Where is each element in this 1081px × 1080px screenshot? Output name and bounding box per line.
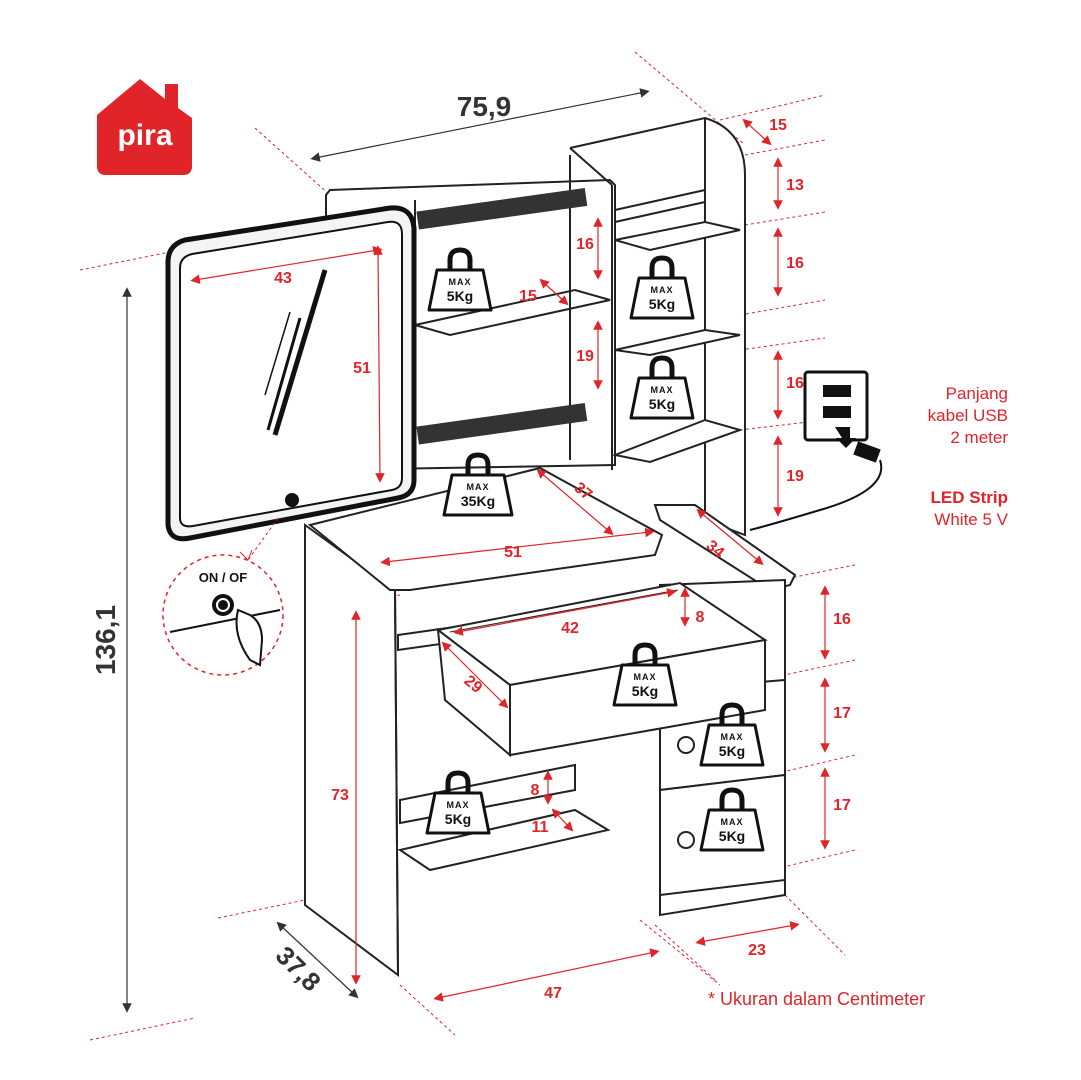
weight-value: 5Kg	[719, 828, 745, 844]
weight-max-label: MAX	[721, 732, 744, 742]
weight-value: 5Kg	[632, 683, 658, 699]
led-note-title: LED Strip	[931, 488, 1008, 507]
weight-max-label: MAX	[651, 385, 674, 395]
dim-bottom-width: 47	[544, 985, 562, 1002]
usb-note-line1: Panjang	[946, 384, 1008, 403]
dark-dimension-labels: 75,9 136,1 37,8	[90, 91, 511, 997]
logo-text: pira	[117, 119, 172, 152]
pira-logo: pira	[97, 79, 192, 175]
dim-shelf-11: 11	[532, 819, 549, 836]
dim-total-width: 75,9	[457, 91, 512, 122]
weight-max-label: MAX	[634, 672, 657, 682]
footnote: * Ukuran dalam Centimeter	[708, 989, 925, 1009]
usb-note: Panjang kabel USB 2 meter	[928, 384, 1009, 447]
dim-leg-height: 73	[331, 787, 349, 804]
led-note: LED Strip White 5 V	[931, 488, 1009, 529]
dim-right-16: 16	[833, 611, 851, 628]
dim-drawer-width: 42	[561, 620, 579, 637]
weight-value: 5Kg	[445, 811, 471, 827]
mirror-switch	[285, 493, 299, 507]
weight-max-label: MAX	[467, 482, 490, 492]
mirror	[165, 205, 417, 542]
dim-depth: 37,8	[270, 940, 327, 997]
dim-mirror-width: 43	[274, 270, 292, 287]
dim-side-depth-top: 15	[769, 117, 787, 134]
red-dimension-lines	[190, 118, 830, 1002]
dim-side-16a: 16	[786, 255, 804, 272]
dim-side-19: 19	[786, 468, 804, 485]
weight-max-label: MAX	[651, 285, 674, 295]
dim-bottom-right: 23	[748, 942, 766, 959]
dark-dimension-lines	[122, 88, 650, 1013]
guide-lines	[79, 51, 856, 1041]
dim-tabletop-width: 51	[504, 544, 522, 561]
weight-value: 5Kg	[719, 743, 745, 759]
weight-max-label: MAX	[449, 277, 472, 287]
led-note-subtitle: White 5 V	[934, 510, 1008, 529]
weight-value: 5Kg	[649, 296, 675, 312]
dim-side-13: 13	[786, 177, 804, 194]
dim-right-17b: 17	[833, 797, 851, 814]
usb-note-line3: 2 meter	[950, 428, 1008, 447]
weight-value: 5Kg	[447, 288, 473, 304]
dim-inner-15: 15	[519, 288, 537, 305]
usb-note-line2: kabel USB	[928, 406, 1008, 425]
dim-right-17a: 17	[833, 705, 851, 722]
weight-max-label: MAX	[447, 800, 470, 810]
weight-value: 35Kg	[461, 493, 495, 509]
weight-max-label: MAX	[721, 817, 744, 827]
usb-socket	[749, 370, 883, 531]
drawer-slides	[416, 187, 588, 445]
weight-value: 5Kg	[649, 396, 675, 412]
dim-mirror-height: 51	[353, 360, 371, 377]
switch-label: ON / OF	[199, 570, 247, 585]
dim-shelf-8: 8	[531, 782, 540, 799]
dim-inner-19: 19	[576, 348, 594, 365]
switch-callout: ON / OF	[162, 517, 284, 676]
dim-side-16b: 16	[786, 375, 804, 392]
dim-drawer-height: 8	[696, 609, 705, 626]
dim-total-height: 136,1	[90, 605, 121, 675]
dim-inner-16: 16	[576, 236, 594, 253]
